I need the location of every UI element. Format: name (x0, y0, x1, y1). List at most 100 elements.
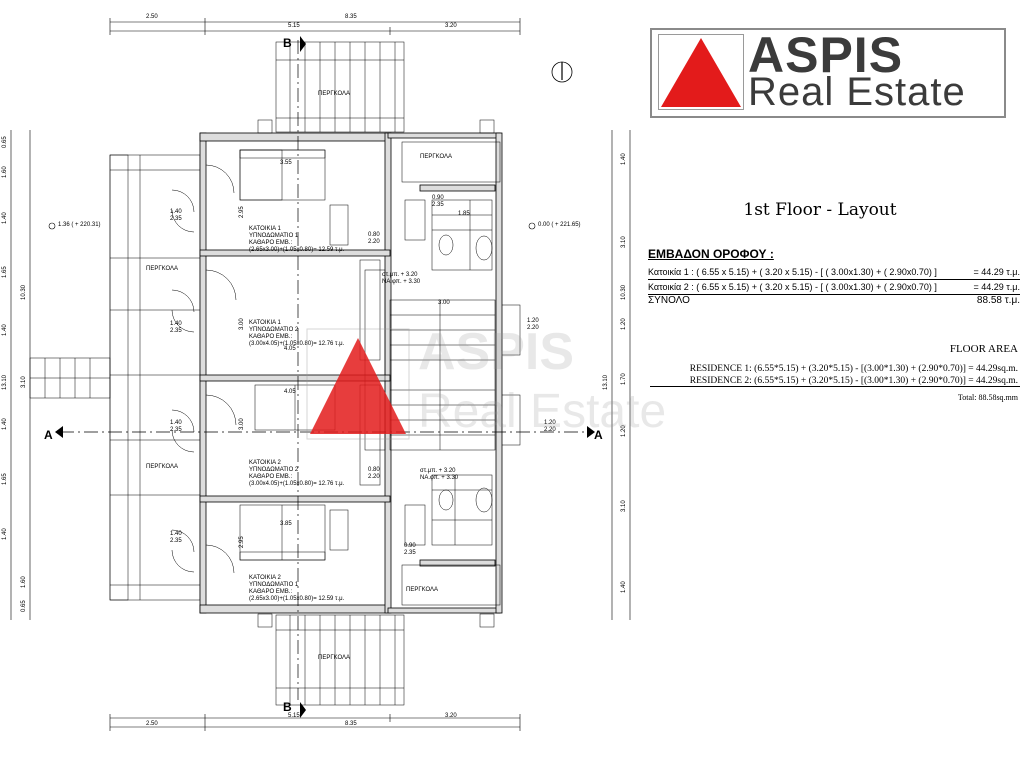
watermark-logo-icon (306, 328, 410, 440)
opening-1-h: 2.35 (170, 216, 182, 222)
door-2-w: 0.80 (368, 467, 380, 473)
top-dim-2: 8.35 (345, 14, 357, 20)
pergola-label-balcony-bottom: ΠΕΡΓΚΟΛΑ (406, 587, 439, 593)
room3-area-label: ΚΑΘΑΡΟ ΕΜΒ.: (249, 474, 293, 480)
door-1-h: 2.20 (368, 239, 380, 245)
room4-height: 2.95 (239, 536, 245, 548)
level-right: 0.00 ( + 221.65) (538, 222, 581, 228)
room1-name: ΚΑΤΟΙΚΙΑ 1 (249, 226, 281, 232)
room2-height: 3.00 (239, 318, 245, 330)
right-dim-0: 1.40 (621, 153, 627, 165)
level-marker-2: στ.μπ. + 3.20 ΝΑ.φπ. + 3.30 (420, 468, 458, 482)
left-dim-10: 0.65 (21, 600, 27, 612)
room4-width: 3.85 (280, 521, 292, 527)
opening-6-w: 0.90 (404, 543, 416, 549)
english-divider (650, 386, 1020, 387)
level-marker-1: στ.μπ. + 3.20 ΝΑ.φπ. + 3.30 (382, 272, 420, 286)
greek-floor-area-heading: ΕΜΒΑΔΟΝ ΟΡΟΦΟΥ : (648, 247, 774, 261)
english-floor-area-heading: FLOOR AREA (949, 343, 1018, 355)
greek-total: ΣΥΝΟΛΟ 88.58 τ.μ. (648, 295, 1020, 306)
left-dim-5: 3.10 (21, 376, 27, 388)
left-dim-9: 1.60 (21, 576, 27, 588)
english-total: Total: 88.58sq.mm (957, 393, 1018, 402)
left-dim-1: 1.60 (2, 166, 8, 178)
greek-row-1: Κατοικία 1 : ( 6.55 x 5.15) + ( 3.20 x 5… (648, 266, 1020, 280)
right-dim-3: 1.70 (621, 373, 627, 385)
opening-3-w: 1.40 (170, 420, 182, 426)
opening-5-w: 0.90 (432, 195, 444, 201)
greek-total-value: 88.58 τ.μ. (976, 295, 1020, 306)
right-dim-2: 1.20 (621, 318, 627, 330)
bottom-dim-2: 8.35 (345, 721, 357, 727)
top-dim-1: 2.50 (146, 14, 158, 20)
english-row-2: RESIDENCE 2: (6.55*5.15) + (3.20*5.15) -… (689, 376, 1018, 386)
pergola-label-top: ΠΕΡΓΚΟΛΑ (318, 91, 351, 97)
right-opening-1-w: 1.20 (527, 318, 539, 324)
room4-sub: ΥΠΝΟΔΩΜΑΤΙΟ 1 (249, 582, 299, 588)
pergola-label-left-1: ΠΕΡΓΚΟΛΑ (146, 266, 179, 272)
room1-area: (2.65x3.00)+(1.05x0.80)= 12.59 τ.μ. (249, 247, 345, 253)
opening-2-h: 2.35 (170, 328, 182, 334)
room1-width: 3.55 (280, 160, 292, 166)
stair-width: 3.00 (438, 300, 450, 306)
bottom-dim-3: 5.15 (288, 713, 300, 719)
room1-height: 2.95 (239, 206, 245, 218)
level-marker-2-bottom: ΝΑ.φπ. + 3.30 (420, 475, 459, 481)
bottom-dim-4: 3.20 (445, 713, 457, 719)
greek-row-1-value: = 44.29 τ.μ. (973, 267, 1020, 277)
room2-width: 4.05 (284, 346, 296, 352)
level-marker-1-bottom: ΝΑ.φπ. + 3.30 (382, 279, 421, 285)
room3-height: 3.00 (239, 418, 245, 430)
pergola-label-left-2: ΠΕΡΓΚΟΛΑ (146, 464, 179, 470)
room4-area-label: ΚΑΘΑΡΟ ΕΜΒ.: (249, 589, 293, 595)
right-opening-2-w: 1.20 (544, 420, 556, 426)
room3-area: (3.00x4.05)+(1.05x0.80)= 12.76 τ.μ. (249, 481, 345, 487)
greek-total-label: ΣΥΝΟΛΟ (648, 295, 690, 306)
logo-line-2: Real Estate (748, 70, 966, 114)
left-total-dim: 13.10 (2, 374, 8, 390)
room3-sub: ΥΠΝΟΔΩΜΑΤΙΟ 2 (249, 467, 299, 473)
left-dim-2: 1.40 (2, 212, 8, 224)
door-1-w: 0.80 (368, 232, 380, 238)
left-dim-6: 1.40 (2, 418, 8, 430)
left-dim-7: 1.65 (2, 473, 8, 485)
room3-width: 4.05 (284, 389, 296, 395)
logo-line-1: ASPIS (748, 27, 904, 83)
left-dim-0: 0.65 (2, 136, 8, 148)
floor-plan-drawing (10, 18, 631, 731)
page-title: 1st Floor - Layout (743, 200, 897, 220)
room2-sub: ΥΠΝΟΔΩΜΑΤΙΟ 2 (249, 327, 299, 333)
left-dim-8: 1.40 (2, 528, 8, 540)
level-marker-1-top: στ.μπ. + 3.20 (382, 272, 418, 278)
section-a-left: A (44, 428, 53, 442)
right-sub-dim: 10.30 (621, 284, 627, 300)
level-left: 1.36 ( + 220.31) (58, 222, 101, 228)
right-dim-6: 1.40 (621, 581, 627, 593)
opening-4-w: 1.40 (170, 531, 182, 537)
section-b-top: B (283, 36, 292, 50)
opening-5-h: 2.35 (432, 202, 444, 208)
opening-2-w: 1.40 (170, 321, 182, 327)
room2-label: ΚΑΤΟΙΚΙΑ 1 ΥΠΝΟΔΩΜΑΤΙΟ 2 ΚΑΘΑΡΟ ΕΜΒ.: (3… (249, 320, 344, 348)
bottom-dim-1: 2.50 (146, 721, 158, 727)
level-marker-2-top: στ.μπ. + 3.20 (420, 468, 456, 474)
right-opening-1-h: 2.20 (527, 325, 539, 331)
room4-label: ΚΑΤΟΙΚΙΑ 2 ΥΠΝΟΔΩΜΑΤΙΟ 1 ΚΑΘΑΡΟ ΕΜΒ.: (2… (249, 575, 344, 603)
english-row-1: RESIDENCE 1: (6.55*5.15) + (3.20*5.15) -… (689, 364, 1018, 374)
right-dim-5: 3.10 (621, 500, 627, 512)
top-dim-3: 5.15 (288, 23, 300, 29)
bath-width: 1.85 (458, 211, 470, 217)
opening-3-h: 2.35 (170, 427, 182, 433)
right-dim-1: 3.10 (621, 236, 627, 248)
left-dim-3: 1.65 (2, 266, 8, 278)
room2-area: (3.00x4.05)+(1.05x0.80)= 12.76 τ.μ. (249, 341, 345, 347)
room4-name: ΚΑΤΟΙΚΙΑ 2 (249, 575, 281, 581)
logo-triangle-icon (658, 34, 744, 110)
section-b-bottom: B (283, 700, 292, 714)
section-a-right: A (594, 428, 603, 442)
